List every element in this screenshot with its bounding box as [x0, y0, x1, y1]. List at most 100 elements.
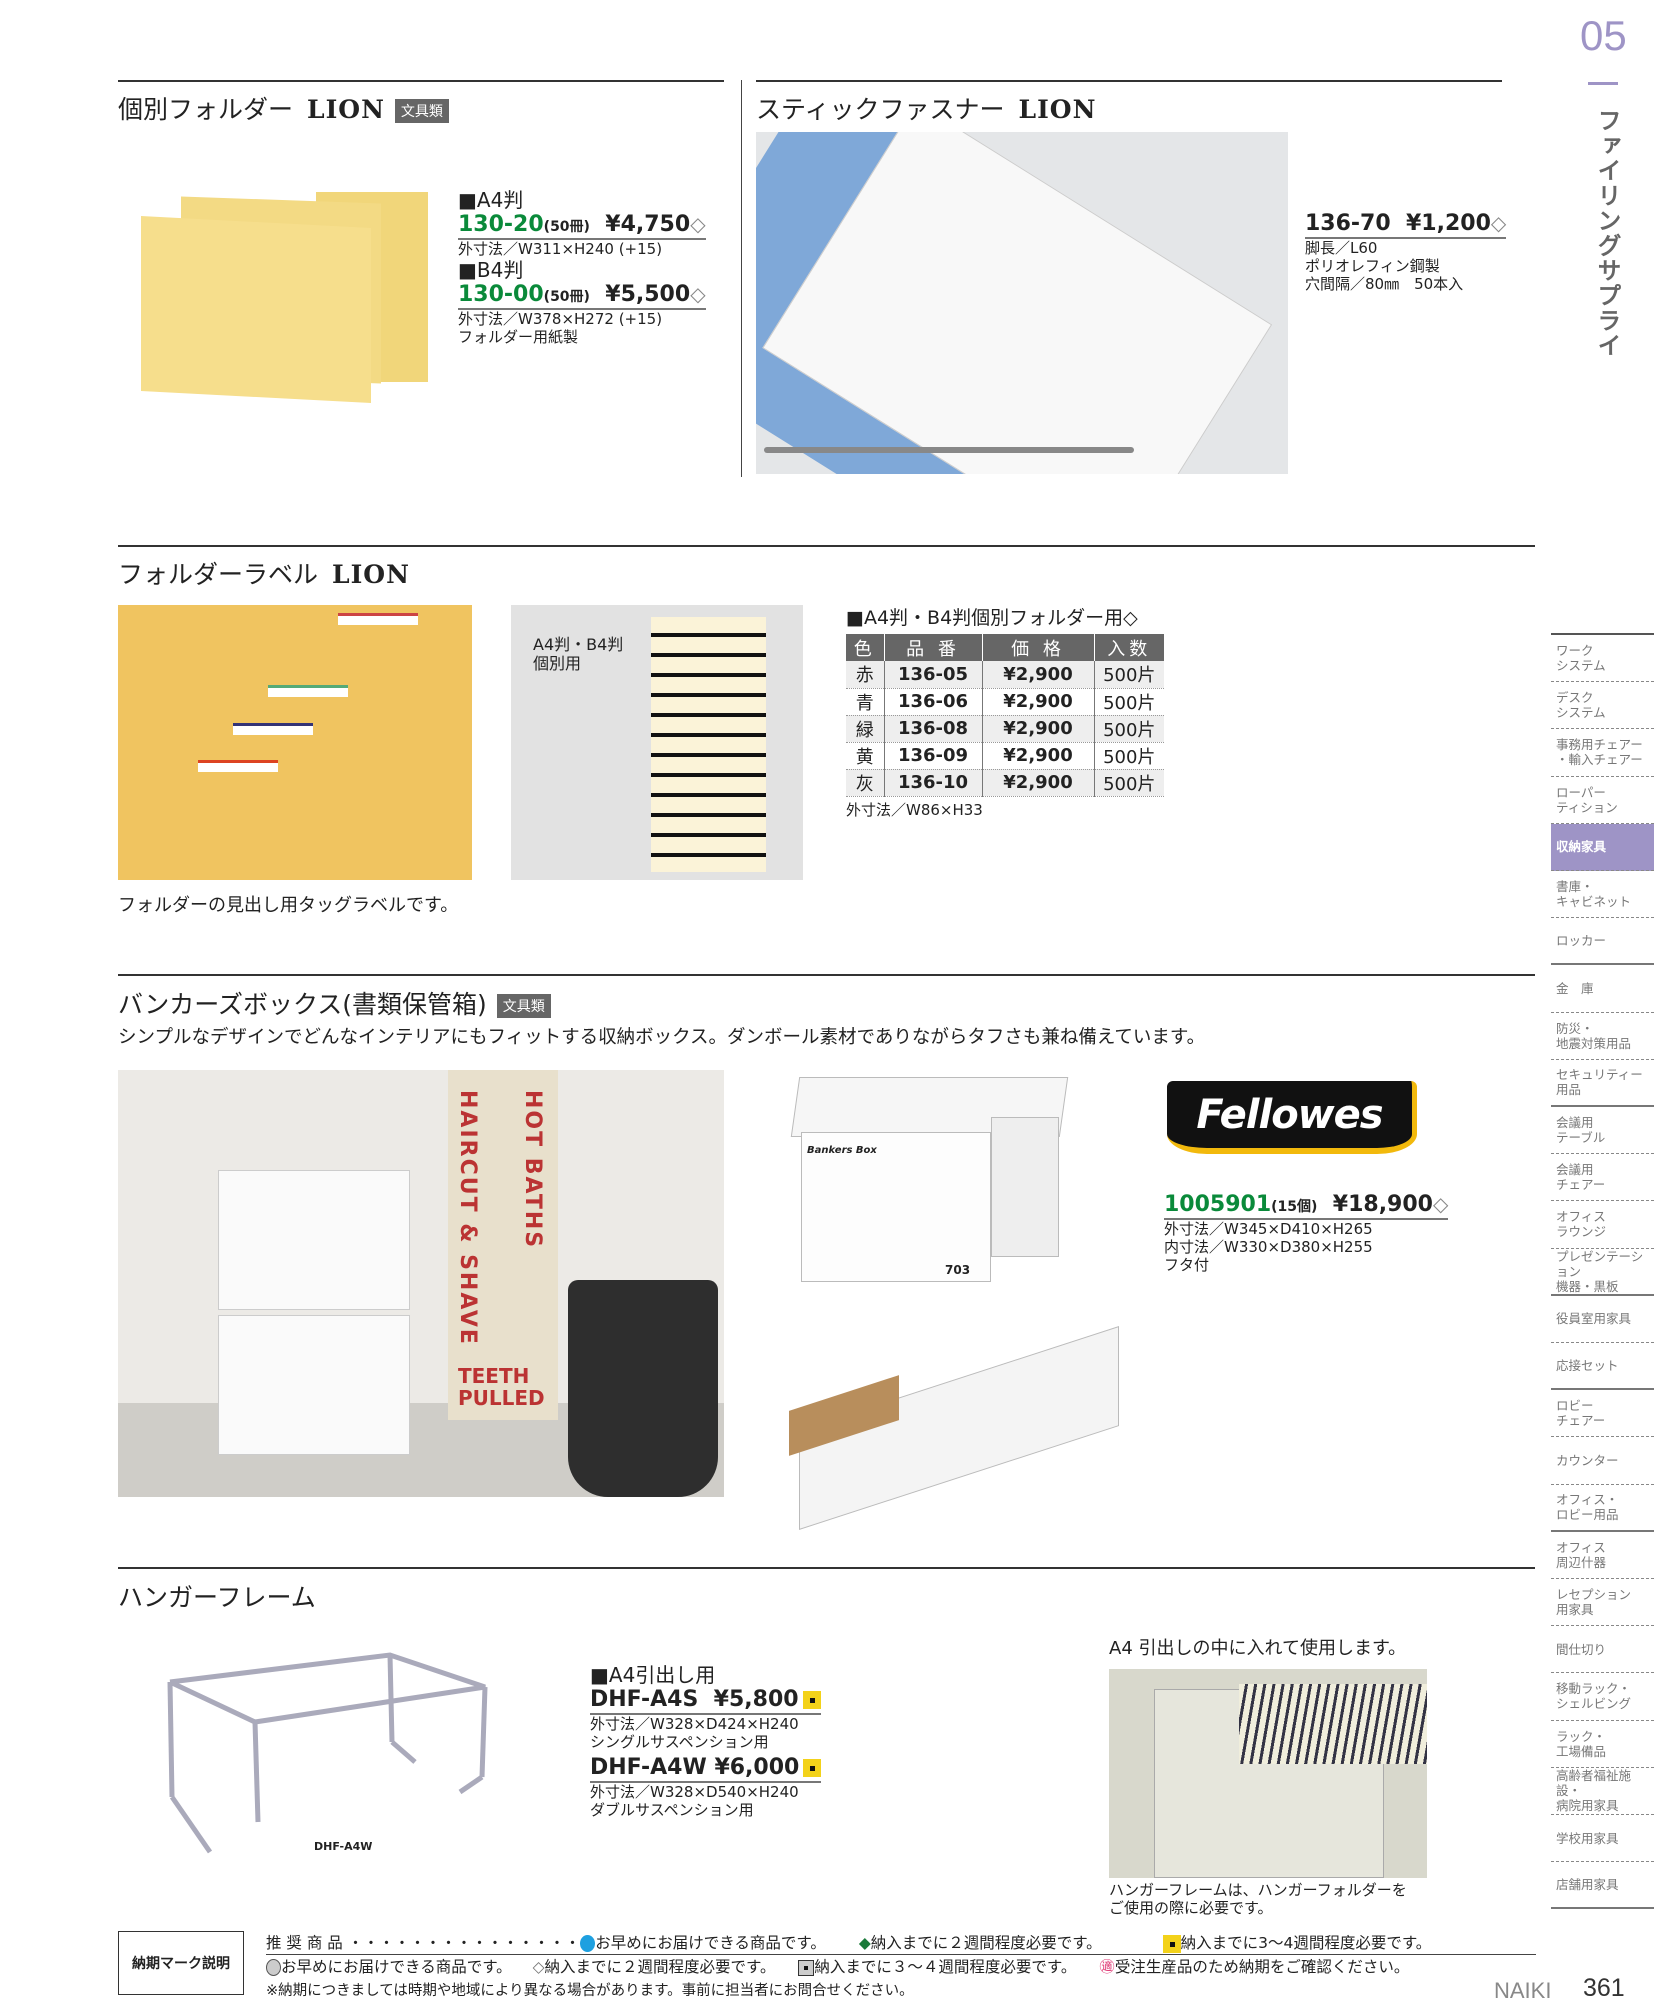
spec: 外寸法／W328×D424×H240 [590, 1715, 799, 1733]
fastener-image [756, 132, 1288, 474]
spec: 外寸法／W328×D540×H240 [590, 1783, 799, 1801]
product-code: DHF-A4S [590, 1687, 699, 1712]
price: ¥6,000 [714, 1755, 800, 1780]
made-to-order-icon: ㊜ [1099, 1958, 1115, 1976]
section-rule [756, 80, 1502, 82]
sidebar-item[interactable]: 防災・ 地震対策用品 [1551, 1013, 1654, 1060]
section-rule [118, 545, 1535, 547]
sidebar-item[interactable]: 会議用 チェアー [1551, 1154, 1654, 1202]
sidebar-item[interactable]: 高齢者福祉施設・ 病院用家具 [1551, 1768, 1654, 1815]
sidebar-item-label: プレゼンテーション 機器・黒板 [1556, 1248, 1644, 1294]
sidebar-item-label: ワーク システム [1556, 643, 1606, 674]
sidebar-item[interactable]: 応接セット [1551, 1343, 1654, 1391]
qty: (50冊) [543, 289, 590, 305]
qty: (15個) [1271, 1199, 1318, 1215]
table-title: ■A4判・B4判個別フォルダー用◇ [846, 607, 1138, 629]
spec: シングルサスペンション用 [590, 1733, 769, 1751]
sidebar-item[interactable]: 書庫・ キャビネット [1551, 871, 1654, 919]
header-color: 色 [846, 634, 885, 661]
sidebar-item[interactable]: オフィス・ ロビー用品 [1551, 1485, 1654, 1532]
page-number: 361 [1583, 1974, 1625, 2002]
bankers-description: シンプルなデザインでどんなインテリアにもフィットする収納ボックス。ダンボール素材… [118, 1027, 1206, 1048]
section-rule [118, 974, 1535, 976]
code-cell: 136-10 [884, 769, 983, 797]
column-divider [741, 80, 742, 477]
legend-text: お早めにお届けできる商品です。 [595, 1934, 826, 1952]
sidebar-item[interactable]: 店舗用家具 [1551, 1862, 1654, 1910]
sidebar-item[interactable]: プレゼンテーション 機器・黒板 [1551, 1249, 1654, 1296]
photo-sign-haircut: HAIRCUT & SHAVE [455, 1090, 480, 1346]
sidebar-item[interactable]: デスク システム [1551, 682, 1654, 730]
product-code: 130-20 [458, 212, 544, 237]
sidebar-item-label: 金 庫 [1556, 980, 1594, 996]
sidebar-item[interactable]: セキュリティー 用品 [1551, 1060, 1654, 1107]
brand-lion: LION [332, 560, 410, 589]
hanger-photo-title: A4 引出しの中に入れて使用します。 [1109, 1638, 1407, 1659]
sidebar-item-label: ローパー ティション [1556, 784, 1618, 815]
sidebar-item[interactable]: ワーク システム [1551, 635, 1654, 683]
sidebar-item-label: 移動ラック・ シェルビング [1556, 1681, 1632, 1712]
sidebar-item[interactable]: 金 庫 [1551, 965, 1654, 1013]
qty-cell: 500片 [1094, 742, 1164, 770]
sidebar-item[interactable]: 会議用 テーブル [1551, 1107, 1654, 1155]
chapter-dash [1588, 82, 1618, 85]
sidebar-item[interactable]: カウンター [1551, 1437, 1654, 1485]
sidebar-item[interactable]: オフィス ラウンジ [1551, 1201, 1654, 1249]
color-cell: 赤 [846, 661, 885, 689]
yellow-square-icon [1162, 1934, 1181, 1953]
spec: ポリオレフィン鋼製 [1305, 257, 1440, 275]
legend-text: 納入までに3～4週間程度必要です。 [1180, 1934, 1432, 1952]
sidebar-item[interactable]: 移動ラック・ シェルビング [1551, 1673, 1654, 1721]
hanger-photo [1109, 1669, 1427, 1878]
header-qty: 入数 [1094, 634, 1164, 661]
sidebar-item[interactable]: 事務用チェアー ・輸入チェアー [1551, 729, 1654, 777]
folder-specs: ■A4判 130-20(50冊) ¥4,750◇ 外寸法／W311×H240 (… [458, 188, 706, 346]
qty: (50冊) [543, 219, 590, 235]
sidebar-item[interactable]: 役員室用家具 [1551, 1296, 1654, 1343]
sidebar-item-label: 店舗用家具 [1556, 1877, 1619, 1893]
code-cell: 136-08 [884, 715, 983, 743]
photo-sign-teeth: TEETH PULLED [458, 1364, 545, 1410]
sidebar-item-label: 書庫・ キャビネット [1556, 879, 1632, 910]
price-line: 1005901(15個) ¥18,900◇ [1164, 1192, 1449, 1220]
hanger-image-label: DHF-A4W [314, 1840, 373, 1853]
spec: 外寸法／W311×H240 (+15) [458, 240, 663, 258]
diamond-mark-icon: ◇ [1490, 211, 1507, 235]
code-cell: 136-05 [884, 661, 983, 689]
sidebar-item-label: 収納家具 [1556, 839, 1607, 855]
legend-text: 納入までに３～４週間程度必要です。 [814, 1958, 1077, 1976]
product-code: 130-00 [458, 282, 544, 307]
sidebar-item[interactable]: ロッカー [1551, 918, 1654, 966]
title-text: フォルダーラベル [118, 560, 319, 589]
white-diamond-icon: ◇ [532, 1958, 545, 1976]
label-sheet-caption: A4判・B4判 個別用 [533, 635, 624, 673]
sidebar-item[interactable]: ロビー チェアー [1551, 1390, 1654, 1438]
price-cell: ¥2,900 [982, 742, 1095, 770]
product-code: 1005901 [1164, 1192, 1272, 1217]
sidebar-item[interactable]: オフィス 周辺什器 [1551, 1532, 1654, 1579]
sidebar-item-label: ロビー チェアー [1556, 1398, 1606, 1429]
photo-sign-baths: HOT BATHS [520, 1090, 545, 1250]
sidebar-item[interactable]: 学校用家具 [1551, 1815, 1654, 1863]
sidebar-item[interactable]: 収納家具 [1551, 823, 1654, 871]
fastener-specs: 136-70 ¥1,200◇ 脚長／L60 ポリオレフィン鋼製 穴間隔／80㎜ … [1305, 211, 1507, 293]
size-b4: ■B4判 [458, 258, 524, 282]
sidebar-item-label: 高齢者福祉施設・ 病院用家具 [1556, 1768, 1632, 1814]
price: ¥18,900 [1332, 1192, 1433, 1217]
price-line: 136-70 ¥1,200◇ [1305, 211, 1507, 239]
table-header: 色 品 番 価 格 入数 [846, 634, 1164, 661]
legend-text: 納入までに２週間程度必要です。 [544, 1958, 776, 1976]
spec: フタ付 [1164, 1256, 1210, 1274]
label-photo [118, 605, 472, 880]
sidebar-item[interactable]: レセプション 用家具 [1551, 1579, 1654, 1627]
product-code: 136-70 [1305, 211, 1391, 236]
sidebar-item[interactable]: ローパー ティション [1551, 777, 1654, 824]
sidebar-item[interactable]: ラック・ 工場備品 [1551, 1721, 1654, 1768]
sidebar-item[interactable]: 間仕切り [1551, 1626, 1654, 1674]
